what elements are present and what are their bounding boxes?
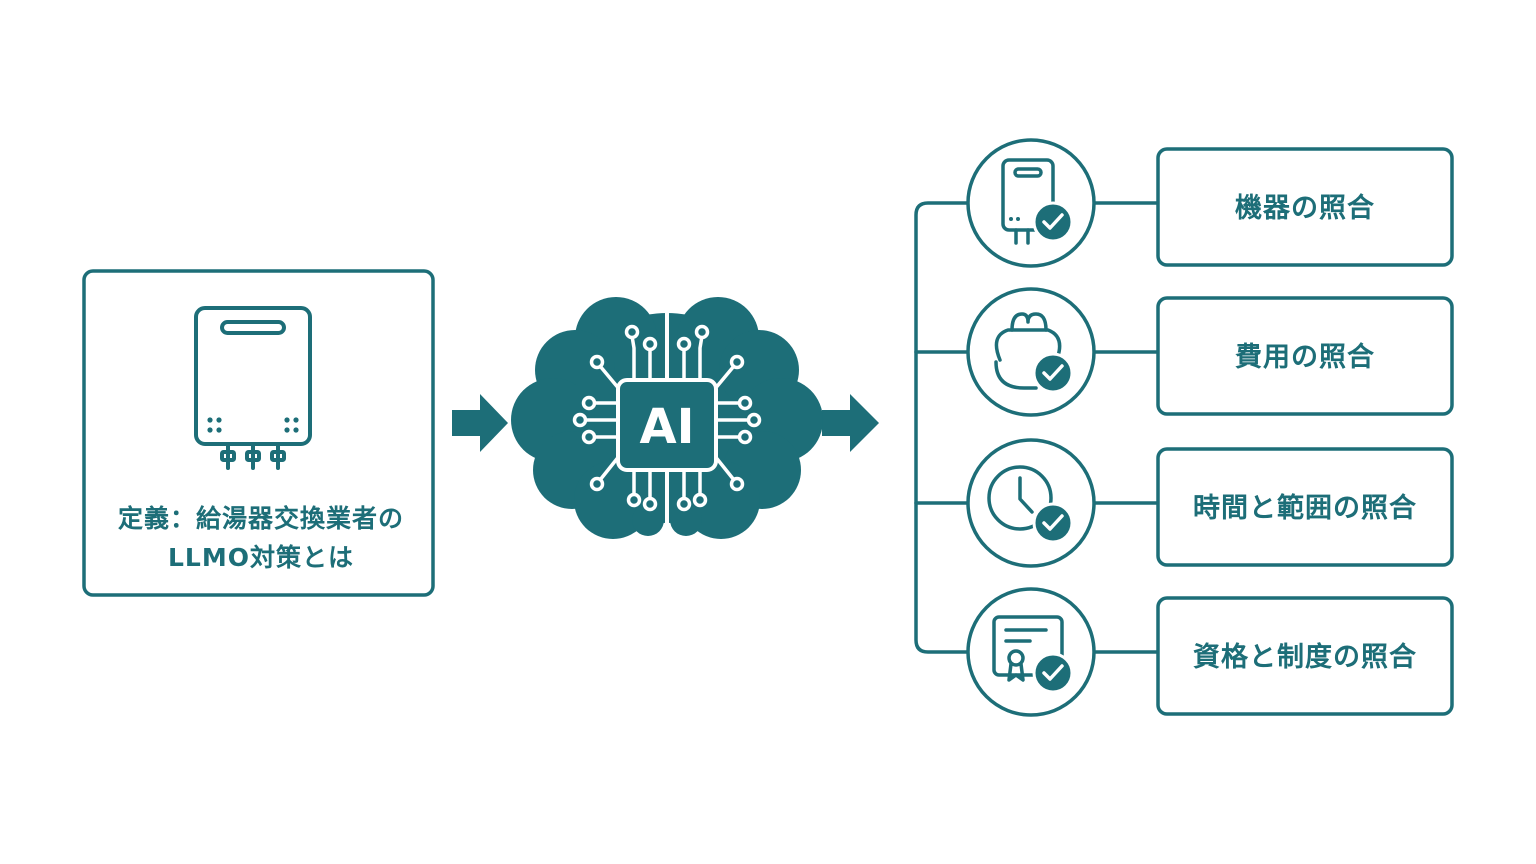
source-box: 定義：給湯器交換業者の LLMO対策とは bbox=[82, 269, 435, 597]
item-label: 費用の照合 bbox=[1235, 341, 1375, 373]
clock-check-icon bbox=[987, 465, 1074, 544]
item-label-box bbox=[1156, 596, 1454, 716]
water-heater-check-icon bbox=[1001, 158, 1074, 245]
circuit-lines bbox=[584, 334, 750, 500]
check-item: 費用の照合 bbox=[966, 287, 1454, 417]
item-label-box bbox=[1156, 147, 1454, 267]
ai-brain-chip-icon: AI bbox=[511, 297, 823, 540]
item-label-box bbox=[1156, 296, 1454, 416]
item-label: 機器の照合 bbox=[1235, 192, 1375, 224]
water-heater-icon bbox=[194, 306, 312, 470]
wallet-check-icon bbox=[994, 312, 1074, 394]
ai-chip-label: AI bbox=[639, 399, 694, 455]
item-label: 時間と範囲の照合 bbox=[1193, 492, 1417, 524]
item-label: 資格と制度の照合 bbox=[1193, 641, 1417, 673]
source-title-line-1: 定義：給湯器交換業者の bbox=[118, 504, 404, 533]
check-item: 機器の照合 bbox=[966, 138, 1454, 268]
connector-tree bbox=[914, 201, 1160, 654]
item-icon-circle bbox=[966, 287, 1096, 417]
arrow-right-icon bbox=[452, 394, 508, 452]
item-icon-circle bbox=[966, 438, 1096, 568]
check-item: 時間と範囲の照合 bbox=[966, 438, 1454, 568]
source-box-frame bbox=[82, 269, 435, 597]
certificate-check-icon bbox=[992, 615, 1074, 694]
circuit-nodes bbox=[572, 324, 762, 512]
check-item: 資格と制度の照合 bbox=[966, 587, 1454, 717]
arrow-right-icon bbox=[822, 394, 879, 452]
ai-chip bbox=[616, 378, 718, 472]
item-label-box bbox=[1156, 447, 1454, 567]
item-icon-circle bbox=[966, 587, 1096, 717]
source-title-line-2: LLMO対策とは bbox=[168, 543, 354, 572]
